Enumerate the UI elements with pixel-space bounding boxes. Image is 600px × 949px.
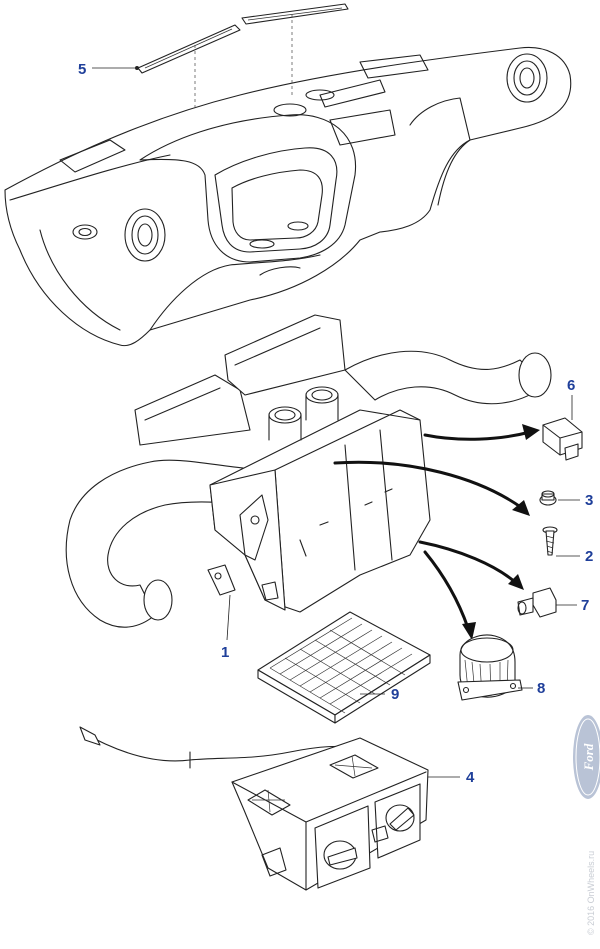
callout-5: 5 — [78, 61, 86, 78]
screw-part-2 — [542, 526, 580, 557]
watermark: © 2016 OnWheels.ru — [586, 851, 596, 935]
blower-motor-part-8 — [457, 634, 533, 701]
callout-3: 3 — [585, 492, 593, 509]
callout-8: 8 — [537, 680, 545, 697]
direction-arrows — [333, 424, 540, 640]
heater-unit-assembly — [65, 314, 552, 628]
callout-9: 9 — [391, 686, 399, 703]
leader-part-1 — [226, 594, 231, 641]
callout-1: 1 — [221, 644, 229, 661]
cabin-filter-part-9 — [257, 611, 431, 724]
defroster-grille-part-5 — [137, 3, 349, 110]
ford-logo: Ford — [573, 715, 600, 799]
callout-6: 6 — [567, 377, 575, 394]
actuator-part-7 — [517, 587, 577, 618]
nut-part-3 — [539, 490, 580, 506]
heater-control-panel-part-4 — [79, 726, 460, 891]
callout-7: 7 — [581, 597, 589, 614]
callout-labels: 5 6 3 2 7 8 9 1 4 — [78, 61, 593, 786]
blower-resistor-part-6 — [542, 395, 583, 461]
callout-2: 2 — [585, 548, 593, 565]
ford-logo-text: Ford — [581, 743, 596, 771]
callout-4: 4 — [466, 769, 475, 786]
dashboard-panel — [4, 46, 572, 347]
